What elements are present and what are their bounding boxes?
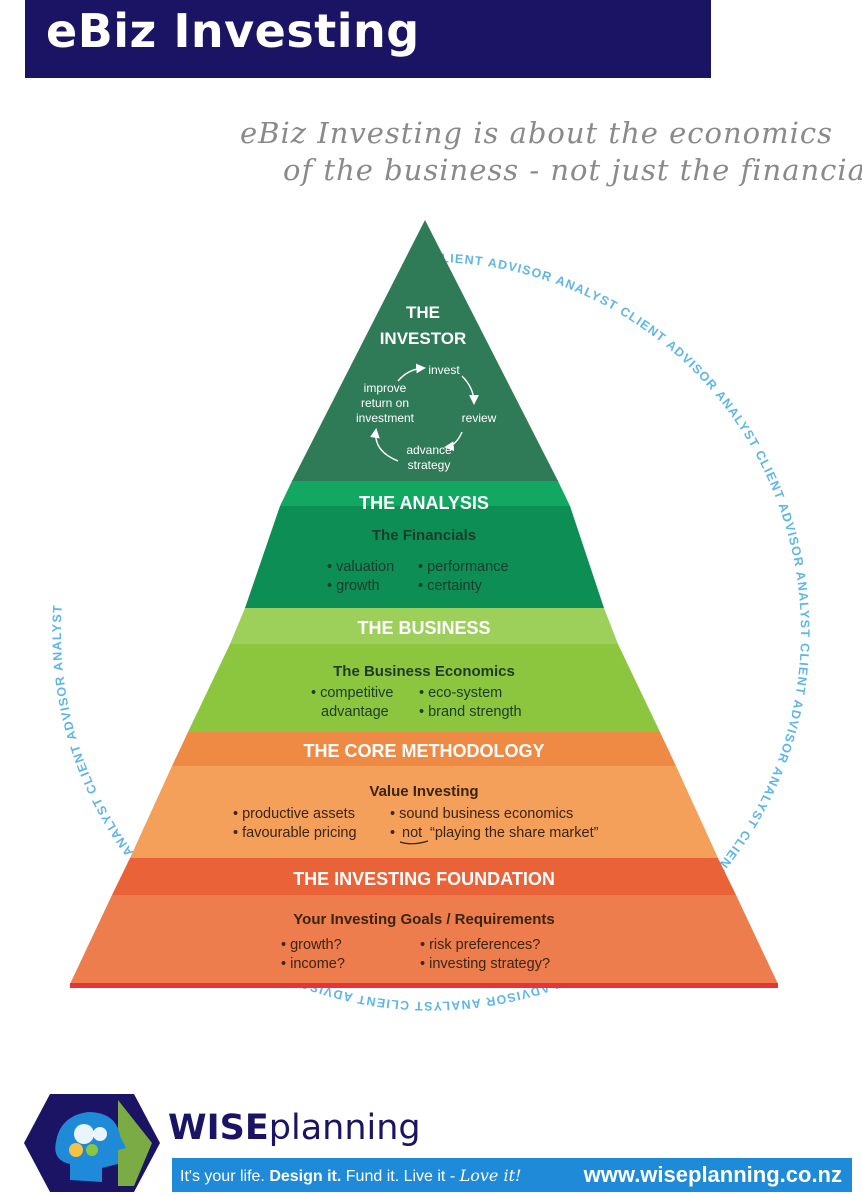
tier-core [130,766,718,858]
tagline-line-2: of the business - not just the financial… [283,153,862,187]
cycle-arrow-review [461,375,479,405]
tier-analysis [245,506,604,608]
slogan-lead: It's your life. [180,1168,270,1185]
investor-title-1: THE [406,303,440,322]
business-bullet-competitive: • competitive [311,685,393,701]
business-title: THE BUSINESS [357,618,490,638]
website-link[interactable]: www.wiseplanning.co.nz [583,1162,842,1187]
title-banner [25,0,711,78]
analysis-subtitle: The Financials [372,527,476,544]
investor-title-2: INVESTOR [380,329,467,348]
foundation-bullet-growth: • growth? [281,937,342,953]
cycle-advance-1: advance [406,443,452,457]
cycle-advance-2: strategy [408,458,451,472]
analysis-bullet-growth: • growth [327,578,380,594]
slogan-mid: Fund it. Live it - [341,1168,460,1185]
pyramid-diagram: CLIENT ADVISOR ANALYST CLIENT ADVISOR AN… [50,220,811,1013]
cycle-review: review [462,411,497,425]
tagline-line-1: eBiz Investing is about the economics [240,116,834,150]
foundation-title: THE INVESTING FOUNDATION [293,869,555,889]
analysis-bullet-performance: • performance [418,559,509,575]
tier-analysis-band [280,481,570,506]
wise-head-logo [24,1094,160,1192]
core-title: THE CORE METHODOLOGY [303,741,544,761]
analysis-title: THE ANALYSIS [359,493,489,513]
tier-investor [292,220,558,481]
tier-business-band [230,608,618,644]
tier-foundation-band [112,858,736,895]
foundation-bullet-strategy: • investing strategy? [420,956,550,972]
tier-foundation [70,895,778,984]
core-bullet-share-market: “playing the share market” [430,825,599,841]
analysis-bullet-valuation: • valuation [327,559,394,575]
cycle-arrow-advance [444,431,463,452]
tier-core-band [172,732,676,766]
cycle-improve-3: investment [356,411,415,425]
core-subtitle: Value Investing [369,783,478,800]
cycle-invest: invest [428,363,460,377]
business-bullet-brand: • brand strength [419,704,522,720]
cycle-improve-2: return on [361,396,409,410]
slogan-script: Love it! [459,1166,522,1185]
footer: WISEplanning It's your life. Design it. … [168,1084,862,1196]
brand-bold: WISE [168,1108,269,1148]
core-bullet-not: not [402,825,422,841]
analysis-bullet-certainty: • certainty [418,578,483,594]
core-bullet-dot: • [390,825,395,841]
cycle-improve-1: improve [364,381,407,395]
core-bullet-economics: • sound business economics [390,806,573,822]
slogan-bar: It's your life. Design it. Fund it. Live… [172,1158,852,1192]
business-bullet-advantage: advantage [321,704,389,720]
not-underline [399,840,429,845]
slogan-bold: Design it. [269,1168,342,1185]
business-subtitle: The Business Economics [333,663,515,680]
foundation-subtitle: Your Investing Goals / Requirements [293,911,554,928]
pyramid-base-line [70,983,778,988]
core-bullet-assets: • productive assets [233,806,355,822]
foundation-bullet-risk: • risk preferences? [420,937,540,953]
cycle-arrow-improve [370,428,399,462]
tier-business [188,644,660,732]
brand-name: WISEplanning [168,1108,421,1148]
business-bullet-ecosystem: • eco-system [419,685,502,701]
cycle-arrow-invest [397,363,426,382]
brand-light: planning [268,1108,421,1148]
slogan: It's your life. Design it. Fund it. Live… [180,1166,521,1186]
core-bullet-pricing: • favourable pricing [233,825,357,841]
page-title: eBiz Investing [46,4,420,58]
foundation-bullet-income: • income? [281,956,345,972]
